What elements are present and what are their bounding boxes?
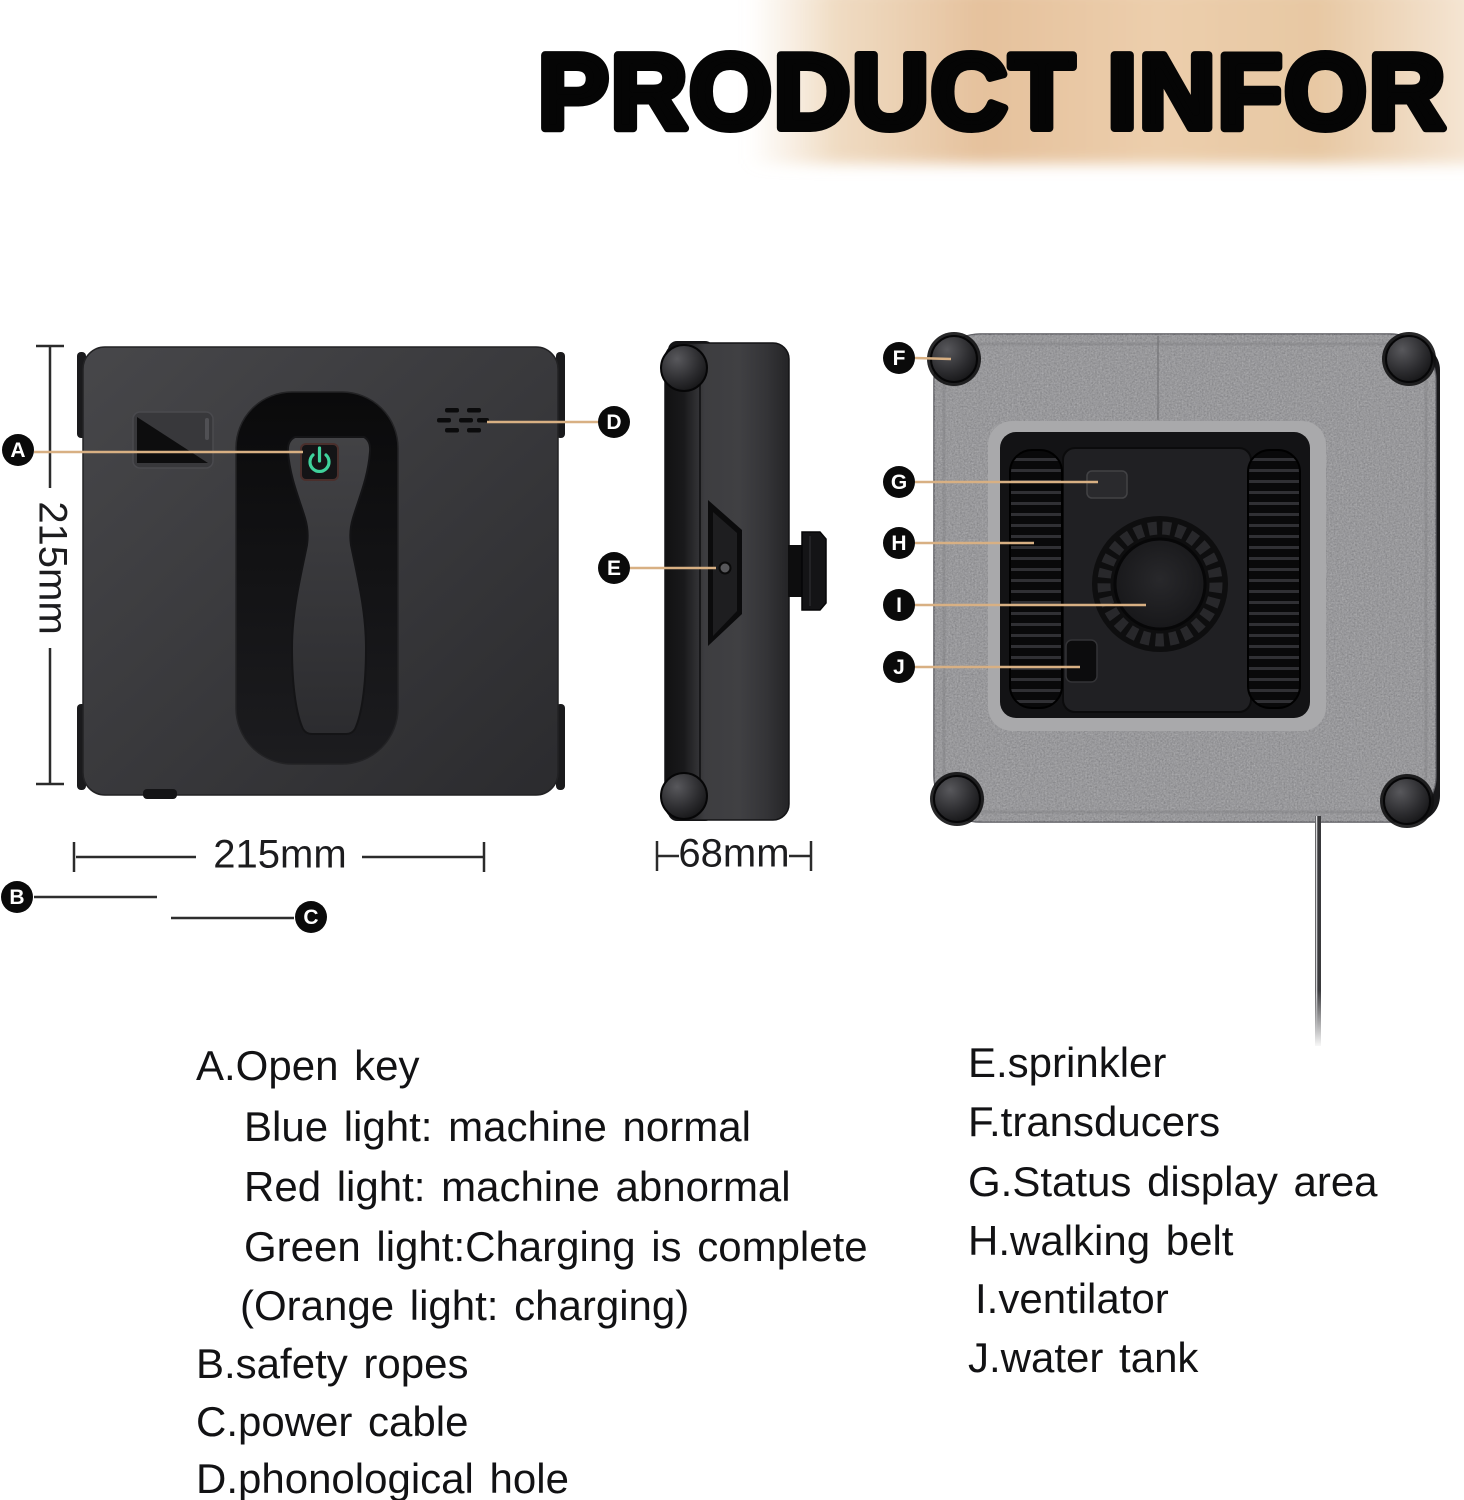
walking-belt-right — [1247, 449, 1301, 709]
ventilator-fan — [1092, 516, 1228, 652]
side-view — [660, 341, 827, 821]
legend-item-sprinkler: E.sprinkler — [968, 1039, 1166, 1086]
banner-gradient — [748, 0, 1464, 164]
svg-text:D: D — [606, 411, 621, 434]
marker-a: A — [2, 434, 34, 466]
legend-item-phonological-hole: D.phonological hole — [196, 1455, 569, 1500]
side-bumper-bottom — [660, 772, 708, 820]
transducer-bumper-top-right — [1385, 335, 1433, 383]
marker-i: I — [883, 589, 915, 621]
front-view — [77, 346, 565, 799]
status-display-area — [1086, 470, 1128, 499]
power-icon — [308, 446, 331, 474]
front-width-dimension — [72, 842, 486, 872]
sprinkler-nozzle — [718, 561, 732, 575]
marker-e: E — [598, 552, 630, 584]
page-title: PRODUCT INFOR — [538, 33, 1447, 151]
svg-text:G: G — [891, 471, 907, 494]
legend-item-transducers: F.transducers — [968, 1098, 1220, 1145]
legend-item-walking-belt: H.walking belt — [968, 1217, 1234, 1264]
legend-item-ventilator: I.ventilator — [975, 1275, 1169, 1322]
svg-text:H: H — [891, 532, 906, 555]
legend-item-green-light: Green light:Charging is complete — [244, 1223, 868, 1270]
walking-belt-left — [1009, 449, 1063, 709]
legend-item-water-tank: J.water tank — [968, 1334, 1199, 1381]
svg-text:B: B — [9, 886, 24, 909]
marker-c: C — [295, 901, 327, 933]
leader-line-f — [914, 356, 952, 361]
legend-item-blue-light: Blue light: machine normal — [244, 1103, 751, 1150]
transducer-bumper-bottom-left — [933, 775, 981, 823]
legend-item-orange-light: (Orange light: charging) — [240, 1282, 689, 1329]
marker-f: F — [883, 342, 915, 374]
legend-item-power-cable: C.power cable — [196, 1398, 468, 1445]
marker-d: D — [598, 406, 630, 438]
spray-outlet — [788, 531, 827, 611]
svg-text:I: I — [896, 594, 902, 617]
legend-right-column: E.sprinkler F.transducers G.Status displ… — [968, 1039, 1378, 1381]
front-foot-tab — [143, 789, 177, 799]
legend-left-column: A.Open key Blue light: machine normal Re… — [196, 1042, 868, 1500]
svg-text:E: E — [607, 557, 621, 580]
speaker-holes-icon — [437, 408, 489, 433]
sprinkler-recess — [708, 500, 742, 646]
marker-j: J — [883, 651, 915, 683]
marker-b: B — [1, 881, 33, 913]
marker-h: H — [883, 527, 915, 559]
svg-text:C: C — [303, 906, 318, 929]
front-height-dimension — [36, 344, 64, 786]
handle — [286, 436, 372, 735]
legend-item-open-key: A.Open key — [196, 1042, 419, 1089]
status-display-window — [132, 411, 214, 469]
header: PRODUCT INFOR — [534, 0, 1464, 164]
svg-text:A: A — [10, 439, 25, 462]
front-width-label: 215mm — [213, 833, 346, 877]
legend-item-status-display: G.Status display area — [968, 1158, 1378, 1205]
marker-g: G — [883, 466, 915, 498]
legend-item-safety-ropes: B.safety ropes — [196, 1340, 468, 1387]
power-button — [300, 443, 339, 481]
side-width-dimension — [655, 841, 813, 871]
power-cable — [1315, 816, 1321, 1046]
water-tank-cap — [1065, 639, 1098, 683]
legend-item-red-light: Red light: machine abnormal — [244, 1163, 791, 1210]
bottom-view — [927, 332, 1440, 1046]
front-height-label: 215mm — [30, 501, 74, 634]
transducer-bumpers — [927, 332, 1436, 828]
side-bumper-top — [660, 344, 708, 392]
svg-text:J: J — [893, 656, 905, 679]
side-width-label: 68mm — [678, 832, 789, 876]
svg-text:F: F — [893, 347, 906, 370]
transducer-bumper-bottom-right — [1383, 777, 1431, 825]
